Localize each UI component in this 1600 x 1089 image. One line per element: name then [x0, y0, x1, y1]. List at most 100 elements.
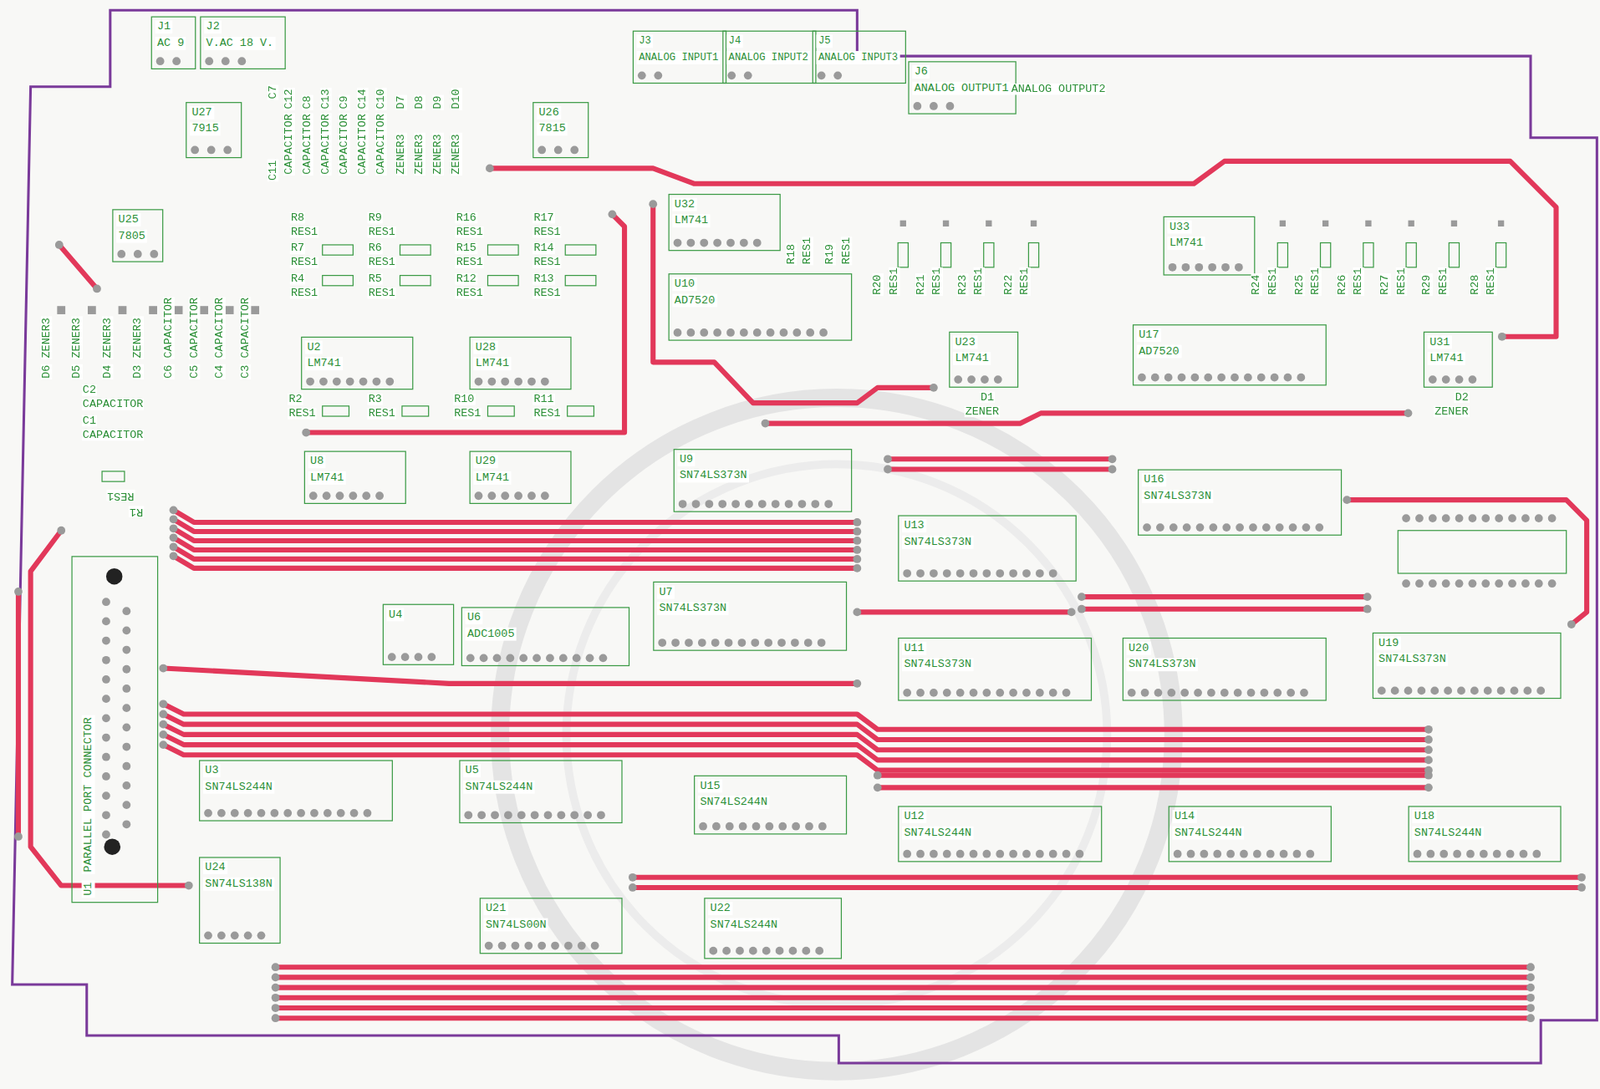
reference-designator: J3 [636, 35, 654, 49]
solder-pad [969, 569, 979, 578]
solder-pad [363, 809, 372, 818]
part-value: RES1 [888, 266, 900, 296]
part-value: ZENER3 [40, 316, 52, 360]
solder-pad [122, 684, 131, 693]
part-value: SN74LS244N [708, 918, 780, 933]
part-value: SN74LS138N [203, 877, 275, 892]
solder-pad [1299, 688, 1309, 698]
solder-pad [474, 491, 484, 500]
copper-trace [163, 668, 857, 684]
solder-pad [101, 753, 111, 762]
solder-pad [1182, 263, 1191, 272]
part-value: RES1 [532, 226, 562, 238]
reference-designator: R24 [1251, 273, 1263, 296]
solder-pad [1243, 373, 1253, 383]
solder-pad [969, 850, 979, 859]
solder-pad [101, 713, 111, 723]
part-value: SN74LS373N [657, 601, 729, 616]
solder-pad [766, 328, 775, 337]
solder-pad [1424, 735, 1433, 744]
part-value: SN74LS373N [901, 535, 974, 550]
solder-pad [221, 56, 230, 66]
solder-pad [1483, 687, 1493, 696]
solder-pad [1233, 688, 1243, 698]
solder-pad [713, 239, 722, 248]
solder-pad [122, 762, 131, 771]
solder-pad [122, 781, 131, 790]
solder-pad [271, 963, 281, 972]
solder-pad [323, 809, 332, 818]
resistor-outline [983, 243, 994, 268]
reference-designator: U31 [1427, 336, 1453, 350]
connector: J5ANALOG INPUT3 [812, 30, 907, 84]
part-value: RES1 [454, 287, 485, 299]
part-value: RES1 [290, 226, 320, 238]
reference-designator: U15 [698, 779, 723, 794]
solder-pad [1424, 771, 1433, 780]
reference-designator: U1 [81, 880, 96, 898]
resistor-outline [487, 275, 519, 286]
solder-pad [1428, 514, 1437, 523]
solder-pad [764, 638, 773, 648]
solder-pad [207, 146, 216, 155]
solder-pad [1424, 725, 1433, 734]
reference-designator: D5 [71, 364, 82, 381]
part-value: ZENER3 [396, 132, 408, 176]
ic-package: U16SN74LS373N [1137, 469, 1342, 536]
solder-pad [599, 653, 608, 663]
copper-trace [305, 214, 625, 433]
part-value: LM741 [1166, 236, 1205, 250]
solder-pad [608, 209, 617, 219]
solder-pad [122, 626, 131, 635]
solder-pad [1536, 687, 1545, 696]
solder-pad [55, 240, 64, 250]
solder-pad [490, 810, 500, 820]
part-value: CAPACITOR [375, 112, 387, 176]
part-value: SN74LS244N [463, 780, 535, 795]
solder-pad [500, 491, 510, 500]
resistor-outline [1277, 243, 1288, 268]
part-value: CAPACITOR [188, 296, 200, 360]
copper-trace [275, 1005, 1531, 1011]
solder-pad [1296, 373, 1305, 383]
connector: J6ANALOG OUTPUT1 [907, 61, 1016, 114]
solder-pad [900, 220, 907, 227]
solder-pad [101, 791, 111, 800]
solder-pad [1391, 687, 1400, 696]
solder-pad [156, 56, 165, 66]
solder-pad [122, 743, 131, 752]
solder-pad [1008, 688, 1018, 698]
solder-pad [1424, 745, 1433, 755]
part-value: ZENER3 [71, 316, 82, 360]
solder-pad [1526, 963, 1535, 972]
solder-pad [902, 850, 912, 859]
reference-designator: R27 [1379, 273, 1391, 296]
solder-pad [1497, 687, 1506, 696]
solder-pad [1498, 332, 1507, 342]
solder-pad [762, 947, 771, 956]
solder-pad [916, 688, 925, 698]
reference-designator: R2 [287, 393, 304, 405]
reference-designator: C1 [81, 415, 98, 427]
solder-pad [1275, 523, 1285, 532]
part-value: SN74LS373N [1376, 652, 1448, 667]
reference-designator: C12 [283, 87, 295, 111]
solder-pad [122, 606, 131, 616]
solder-pad [204, 56, 214, 66]
solder-pad [550, 942, 560, 951]
solder-pad [1457, 687, 1466, 696]
solder-pad [956, 688, 965, 698]
solder-pad [169, 551, 179, 561]
regulator: U267815 [532, 101, 589, 158]
solder-pad [1521, 579, 1530, 588]
solder-pad [771, 499, 780, 509]
solder-pad [1168, 263, 1178, 272]
copper-trace [59, 244, 97, 289]
reference-designator: R7 [290, 243, 306, 255]
solder-pad [743, 71, 753, 80]
part-value: RES1 [1353, 266, 1365, 296]
solder-pad [225, 305, 235, 315]
solder-pad [708, 947, 718, 956]
solder-pad [929, 850, 938, 859]
solder-pad [852, 536, 862, 546]
